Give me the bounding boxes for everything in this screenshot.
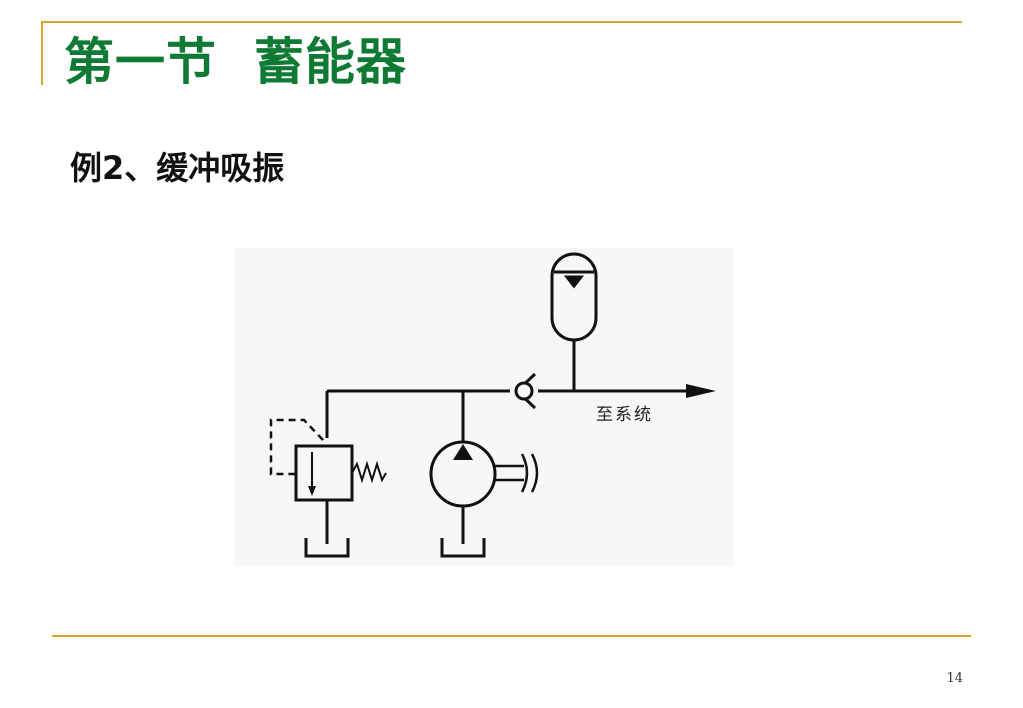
circuit-svg: 至系统 bbox=[234, 248, 734, 566]
pump-icon bbox=[429, 440, 497, 544]
page-number: 14 bbox=[946, 671, 963, 686]
accumulator-icon bbox=[550, 252, 598, 342]
check-valve-icon bbox=[514, 372, 537, 410]
relief-tank-icon bbox=[304, 538, 350, 558]
relief-valve-icon bbox=[269, 418, 387, 544]
drive-shaft-icon bbox=[495, 453, 539, 493]
diagram-background bbox=[234, 248, 734, 566]
pump-tank-icon bbox=[440, 538, 486, 558]
left-rule bbox=[41, 21, 43, 85]
flow-arrow-icon bbox=[686, 384, 716, 398]
slide-title: 第一节 蓄能器 bbox=[64, 33, 407, 91]
top-rule bbox=[41, 21, 962, 23]
hydraulic-circuit-diagram: 至系统 bbox=[234, 248, 734, 566]
example-heading: 例2、缓冲吸振 bbox=[70, 149, 285, 187]
bottom-rule bbox=[52, 635, 971, 637]
destination-label: 至系统 bbox=[596, 405, 653, 425]
